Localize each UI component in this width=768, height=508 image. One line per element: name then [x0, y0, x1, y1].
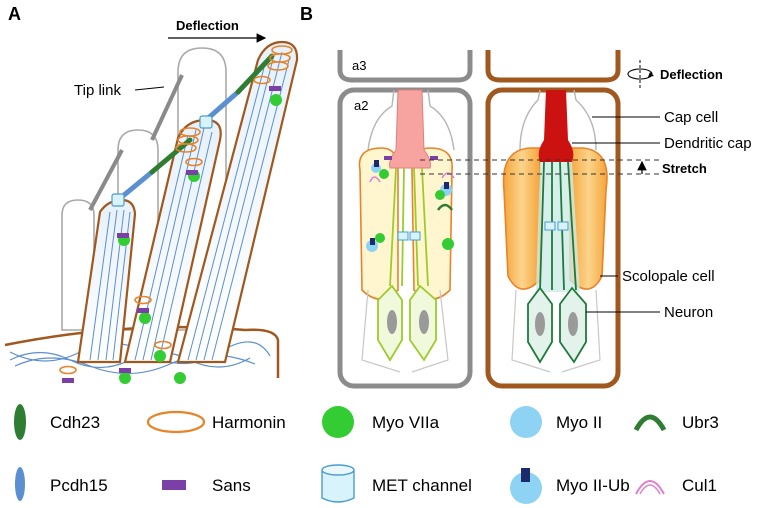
- pcdh15-icon: [15, 467, 25, 501]
- legend: Cdh23 Harmonin Myo VIIa Myo II Ubr3 Pcdh…: [14, 404, 719, 504]
- brown-a3-segment: [485, 50, 621, 83]
- myo-viia-icon: [322, 406, 354, 438]
- sans-left-2: [430, 156, 438, 160]
- relaxed-chordotonal-unit: [358, 89, 455, 373]
- legend-label-ubr3: Ubr3: [682, 413, 719, 432]
- neuron-dendrites-left: [389, 167, 429, 287]
- glia-left: [361, 289, 449, 373]
- met-channel-b-2: [409, 231, 421, 241]
- callout-cap-cell: Cap cell: [664, 109, 718, 126]
- a3-label: a3: [352, 58, 366, 73]
- sans-icon: [162, 480, 186, 490]
- cdh23-segment-2: [235, 53, 275, 95]
- a2-label: a2: [354, 98, 368, 113]
- sans-left-1: [384, 156, 392, 160]
- met-channel-b-4: [557, 221, 569, 231]
- pcdh15-segment-2: [203, 89, 241, 123]
- legend-label-pcdh15: Pcdh15: [50, 476, 108, 495]
- callout-dendritic-cap: Dendritic cap: [664, 135, 752, 152]
- myo-viia-left-3: [442, 238, 454, 250]
- tip-link-2: [203, 53, 275, 123]
- harmonin-rings-a: [59, 45, 293, 375]
- myo-ii-ub-icon: [510, 468, 542, 504]
- met-channel-a-1: [111, 193, 125, 207]
- callout-leaders: [572, 116, 660, 313]
- legend-label-cdh23: Cdh23: [50, 413, 100, 432]
- grey-tip-link-2: [150, 74, 184, 141]
- scolopale-right-a: [502, 147, 541, 290]
- tip-link-leader: [134, 86, 165, 91]
- met-channel-b-1: [397, 231, 409, 241]
- panel-a-deflection-label: Deflection: [176, 18, 239, 33]
- legend-label-met-channel: MET channel: [372, 476, 472, 495]
- deflected-stereocilium-tall: [176, 40, 299, 364]
- panel-b: B a3 a2: [300, 4, 752, 389]
- stereocilium-tall-actin: [187, 51, 291, 361]
- myo-viia-left-4: [375, 233, 385, 243]
- ub-tag-left-2: [444, 182, 449, 189]
- grey-stereocilium-1: [61, 199, 95, 331]
- cdh23-segment-1: [149, 137, 193, 175]
- grey-tip-link-1: [88, 149, 124, 211]
- ub-tag-left-3: [370, 238, 375, 245]
- rotation-deflection-icon: [627, 60, 654, 90]
- legend-label-myo-ii: Myo II: [556, 413, 602, 432]
- nucleus-left-a: [387, 310, 397, 334]
- sans-bars-a: [62, 86, 281, 383]
- panel-a-letter: A: [8, 4, 21, 24]
- legend-label-cul1: Cul1: [682, 476, 717, 495]
- callout-stretch: Stretch: [662, 161, 707, 176]
- legend-label-harmonin: Harmonin: [212, 413, 286, 432]
- panel-b-letter: B: [300, 4, 313, 24]
- cdh23-icon: [14, 404, 26, 440]
- dendritic-cap-right: [538, 90, 574, 162]
- met-channel-b-3: [544, 221, 556, 231]
- stretched-chordotonal-unit: [502, 89, 608, 373]
- legend-label-myo-viia: Myo VIIa: [372, 413, 440, 432]
- cul1-icon-inner: [639, 484, 661, 495]
- cap-cell-right: [519, 89, 597, 151]
- tip-link-label: Tip link: [74, 82, 121, 99]
- ubr3-icon: [633, 414, 667, 432]
- legend-label-myo-ii-ub: Myo II-Ub: [556, 476, 630, 495]
- stretch-guides: [420, 159, 660, 175]
- cul1-left-1: [369, 176, 381, 183]
- ubr3-left: [437, 203, 453, 211]
- panel-a: A Deflection Tip link: [4, 4, 299, 384]
- myo-ii-icon: [510, 406, 542, 438]
- nucleus-right-b: [568, 312, 578, 336]
- glia-right: [511, 289, 601, 373]
- grey-a3-segment: [337, 50, 473, 83]
- callout-scolopale-cell: Scolopale cell: [622, 268, 715, 285]
- dendritic-cap-left: [389, 89, 431, 169]
- myo-viia-left-1: [379, 169, 389, 179]
- myo-viia-left-2: [435, 190, 445, 200]
- cap-cell-left: [367, 89, 455, 151]
- legend-label-sans: Sans: [212, 476, 251, 495]
- nucleus-left-b: [419, 310, 429, 334]
- met-channel-a-2: [199, 115, 213, 129]
- met-channel-icon: [321, 464, 355, 503]
- nucleus-right-a: [535, 312, 545, 336]
- cul1-left-2: [441, 172, 455, 179]
- met-channels: [111, 115, 213, 207]
- ub-tag-left-1: [374, 160, 379, 167]
- harmonin-icon: [146, 410, 206, 434]
- callout-neuron: Neuron: [664, 304, 713, 321]
- cul1-icon: [635, 480, 665, 495]
- panel-b-deflection-label: Deflection: [660, 67, 723, 82]
